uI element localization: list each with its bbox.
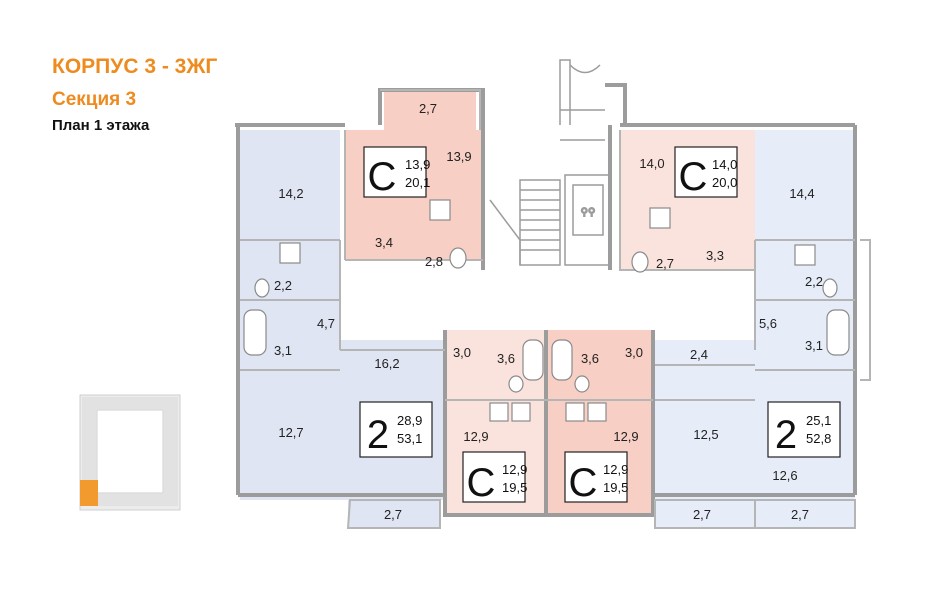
room-area: 12,5 — [693, 427, 718, 442]
room-area: 3,6 — [497, 351, 515, 366]
apt-type: С — [368, 155, 397, 199]
section-title: Секция 3 — [52, 89, 137, 110]
apt-box-studio-top-left[interactable]: С 13,9 20,1 — [363, 146, 430, 199]
apt-area-living: 28,9 — [397, 413, 422, 428]
apt-area-total: 19,5 — [502, 480, 527, 495]
room-area: 2,2 — [805, 274, 823, 289]
room-area: 3,0 — [453, 345, 471, 360]
apt-type: 2 — [775, 413, 797, 457]
stair-core: ⚲⚲ — [489, 59, 611, 266]
building-title: КОРПУС 3 - 3ЖГ — [52, 55, 218, 78]
room-area: 2,8 — [425, 254, 443, 269]
apt-area-total: 53,1 — [397, 431, 422, 446]
apt-area-total: 20,0 — [712, 175, 737, 190]
apt-area-total: 20,1 — [405, 175, 430, 190]
walls — [235, 83, 857, 517]
room-area: 2,2 — [274, 278, 292, 293]
room-area: 2,4 — [690, 347, 708, 362]
apt-type: С — [467, 461, 496, 505]
apt-type: 2 — [367, 413, 389, 457]
apt-area-living: 13,9 — [405, 157, 430, 172]
apt-area-living: 12,9 — [603, 462, 628, 477]
apt-box-2room-right[interactable]: 2 25,1 52,8 — [767, 401, 841, 458]
apt-type: С — [679, 155, 708, 199]
room-area: 12,9 — [463, 429, 488, 444]
room-area: 3,0 — [625, 345, 643, 360]
site-key-map[interactable] — [79, 394, 181, 511]
current-section-marker — [80, 480, 98, 506]
room-area: 2,7 — [693, 507, 711, 522]
room-area: 2,7 — [791, 507, 809, 522]
apt-box-2room-left[interactable]: 2 28,9 53,1 — [359, 401, 433, 458]
room-area: 3,1 — [805, 338, 823, 353]
apt-area-total: 19,5 — [603, 480, 628, 495]
apt-area-living: 12,9 — [502, 462, 527, 477]
room-area: 5,6 — [759, 316, 777, 331]
apt-area-living: 14,0 — [712, 157, 737, 172]
room-area: 2,7 — [384, 507, 402, 522]
apt-box-studio-top-right[interactable]: С 14,0 20,0 — [674, 146, 738, 199]
room-area: 4,7 — [317, 316, 335, 331]
room-area: 3,6 — [581, 351, 599, 366]
room-area: 12,6 — [772, 468, 797, 483]
room-area: 14,0 — [639, 156, 664, 171]
room-labels: 2,7 13,9 3,4 2,8 14,0 2,7 3,3 14,2 2,2 4… — [274, 101, 823, 522]
apt-type: С — [569, 461, 598, 505]
fixtures — [243, 199, 850, 422]
room-area: 2,7 — [419, 101, 437, 116]
room-area: 2,7 — [656, 256, 674, 271]
room-area: 14,2 — [278, 186, 303, 201]
apt-box-studio-bottom-left[interactable]: С 12,9 19,5 — [462, 451, 527, 505]
apt-area-living: 25,1 — [806, 413, 831, 428]
room-area: 3,4 — [375, 235, 393, 250]
apt-box-studio-bottom-right[interactable]: С 12,9 19,5 — [564, 451, 628, 505]
room-area: 14,4 — [789, 186, 814, 201]
room-area: 13,9 — [446, 149, 471, 164]
room-area: 12,9 — [613, 429, 638, 444]
room-area: 3,3 — [706, 248, 724, 263]
room-area: 16,2 — [374, 356, 399, 371]
apt-area-total: 52,8 — [806, 431, 831, 446]
svg-text:⚲⚲: ⚲⚲ — [581, 207, 596, 218]
room-area: 3,1 — [274, 343, 292, 358]
room-area: 12,7 — [278, 425, 303, 440]
floor-plan-label: План 1 этажа — [52, 117, 150, 134]
